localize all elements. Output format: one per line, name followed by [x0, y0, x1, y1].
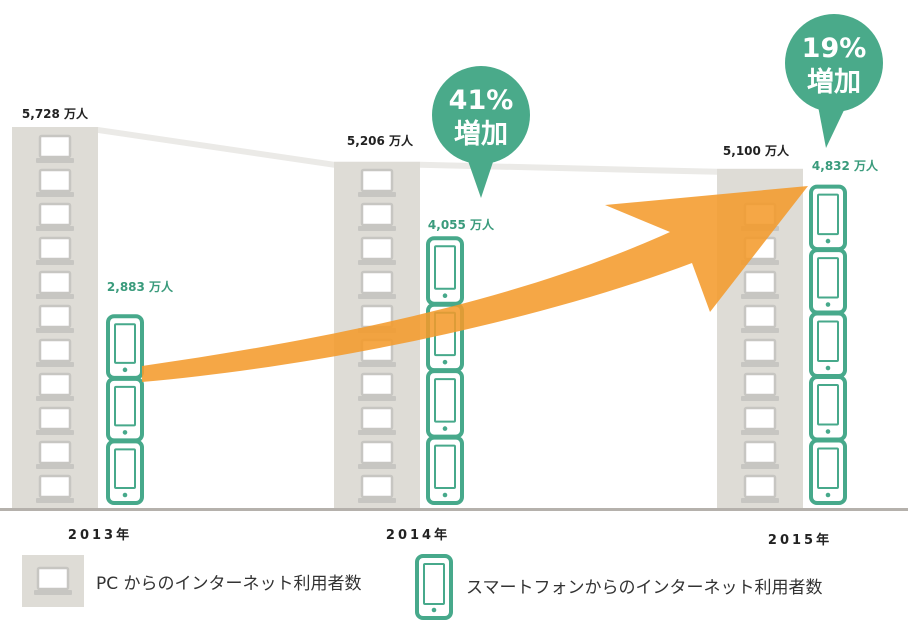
laptop-icon — [36, 202, 74, 231]
x-tick-label: 2013年 — [68, 527, 132, 543]
legend-item-pc: PC からのインターネット利用者数 — [22, 555, 362, 607]
laptop-icon — [741, 304, 779, 333]
x-tick-label: 2015年 — [768, 532, 832, 548]
laptop-icon — [36, 474, 74, 503]
growth-word: 増加 — [807, 66, 861, 98]
laptop-icon — [36, 338, 74, 367]
laptop-icon — [358, 202, 396, 231]
laptop-icon — [36, 236, 74, 265]
laptop-icon — [36, 304, 74, 333]
x-axis-line — [0, 508, 908, 511]
laptop-icon — [36, 372, 74, 401]
legend-label-sp: スマートフォンからのインターネット利用者数 — [466, 578, 823, 598]
laptop-icon — [358, 440, 396, 469]
laptop-icon — [741, 338, 779, 367]
laptop-icon — [34, 566, 72, 595]
laptop-icon — [358, 270, 396, 299]
laptop-icon — [358, 168, 396, 197]
laptop-icon — [741, 406, 779, 435]
x-tick-label: 2014年 — [386, 527, 450, 543]
smartphone-icon — [809, 438, 847, 506]
smartphone-icon — [426, 236, 464, 306]
laptop-icon — [36, 270, 74, 299]
sp-value-label: 4,055 万人 — [428, 217, 495, 232]
smartphone-icon — [809, 311, 847, 379]
laptop-icon — [358, 474, 396, 503]
smartphone-icon — [809, 184, 847, 252]
laptop-icon — [36, 440, 74, 469]
laptop-icon — [741, 440, 779, 469]
growth-callout-2: 19%増加 — [785, 14, 883, 148]
smartphone-icon — [809, 248, 847, 315]
laptop-icon — [741, 474, 779, 503]
legend-label-pc: PC からのインターネット利用者数 — [96, 574, 362, 594]
pc-value-label: 5,100 万人 — [723, 143, 790, 158]
smartphone-icon — [415, 554, 453, 620]
trend-band-1 — [98, 127, 334, 168]
growth-percent: 41% — [449, 85, 514, 116]
legend-item-sp: スマートフォンからのインターネット利用者数 — [415, 554, 823, 620]
laptop-icon — [358, 236, 396, 265]
laptop-icon — [358, 372, 396, 401]
sp-value-label: 2,883 万人 — [107, 279, 174, 294]
smartphone-icon — [426, 435, 464, 505]
growth-callout-1: 41%増加 — [432, 66, 530, 198]
laptop-icon — [36, 406, 74, 435]
pc-value-label: 5,206 万人 — [347, 133, 414, 148]
growth-percent: 19% — [802, 33, 867, 64]
growth-arrow — [142, 186, 808, 382]
smartphone-icon — [106, 376, 144, 443]
laptop-icon — [741, 270, 779, 299]
smartphone-icon — [106, 439, 144, 506]
smartphone-icon — [809, 375, 847, 442]
trend-band-2 — [420, 161, 717, 175]
growth-word: 増加 — [454, 118, 508, 150]
smartphone-icon — [106, 314, 144, 380]
laptop-icon — [36, 168, 74, 197]
laptop-icon — [36, 134, 74, 163]
smartphone-icon — [426, 369, 464, 439]
laptop-icon — [741, 372, 779, 401]
pc-value-label: 5,728 万人 — [22, 106, 89, 121]
laptop-icon — [358, 406, 396, 435]
sp-value-label: 4,832 万人 — [812, 158, 879, 173]
